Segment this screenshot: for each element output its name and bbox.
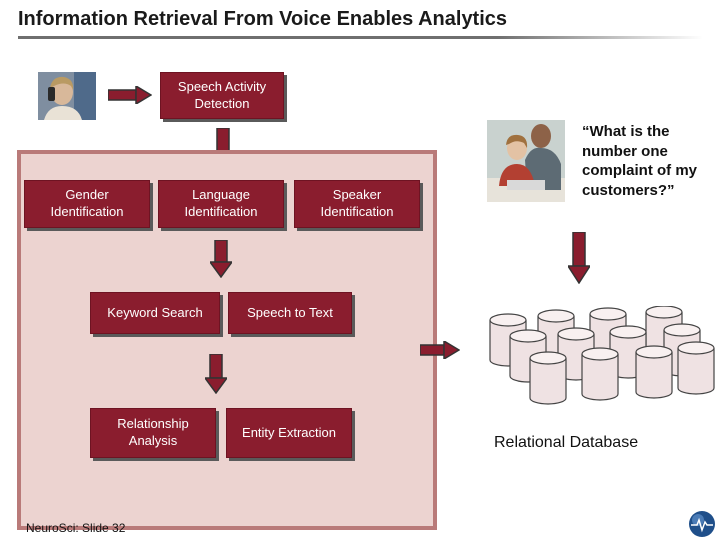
relationship-analysis-box: Relationship Analysis [90, 408, 216, 458]
right-arrow-icon [420, 341, 460, 359]
relational-database-label: Relational Database [494, 434, 639, 451]
gender-identification-box: Gender Identification [24, 180, 150, 228]
keyword-search-box: Keyword Search [90, 292, 220, 334]
right-arrow-icon [108, 86, 152, 104]
speech-activity-detection-box: Speech Activity Detection [160, 72, 284, 119]
globe-logo-icon [689, 511, 715, 537]
database-cylinders-icon [489, 306, 715, 405]
speech-to-text-box: Speech to Text [228, 292, 352, 334]
down-arrow-icon [205, 354, 227, 394]
business-people-photo [487, 120, 565, 202]
entity-extraction-box: Entity Extraction [226, 408, 352, 458]
down-arrow-icon [210, 240, 232, 278]
language-identification-box: Language Identification [158, 180, 284, 228]
down-arrow-icon [568, 232, 590, 284]
woman-on-phone-photo [38, 72, 96, 120]
slide-title: Information Retrieval From Voice Enables… [18, 8, 508, 30]
title-underline [18, 36, 703, 39]
customer-question-quote: “What is the number one complaint of my … [582, 123, 698, 199]
slide-footer: NeuroSci: Slide 32 [26, 521, 126, 535]
speaker-identification-box: Speaker Identification [294, 180, 420, 228]
